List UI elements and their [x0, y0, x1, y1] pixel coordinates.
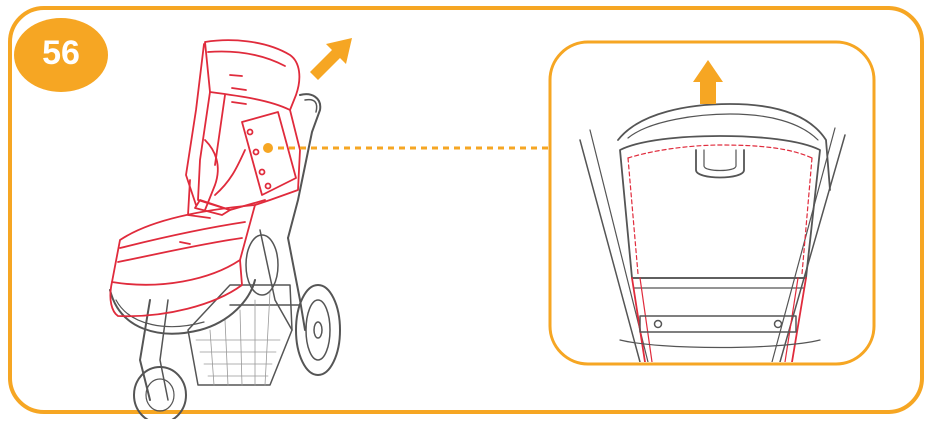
arrow-up-right-icon — [310, 38, 352, 80]
callout-dot — [263, 143, 273, 153]
stroller-illustration — [110, 40, 340, 419]
step-number: 56 — [14, 30, 108, 76]
rear-wheel — [296, 285, 340, 375]
seat-cover — [110, 40, 300, 316]
detail-inset — [550, 42, 874, 364]
